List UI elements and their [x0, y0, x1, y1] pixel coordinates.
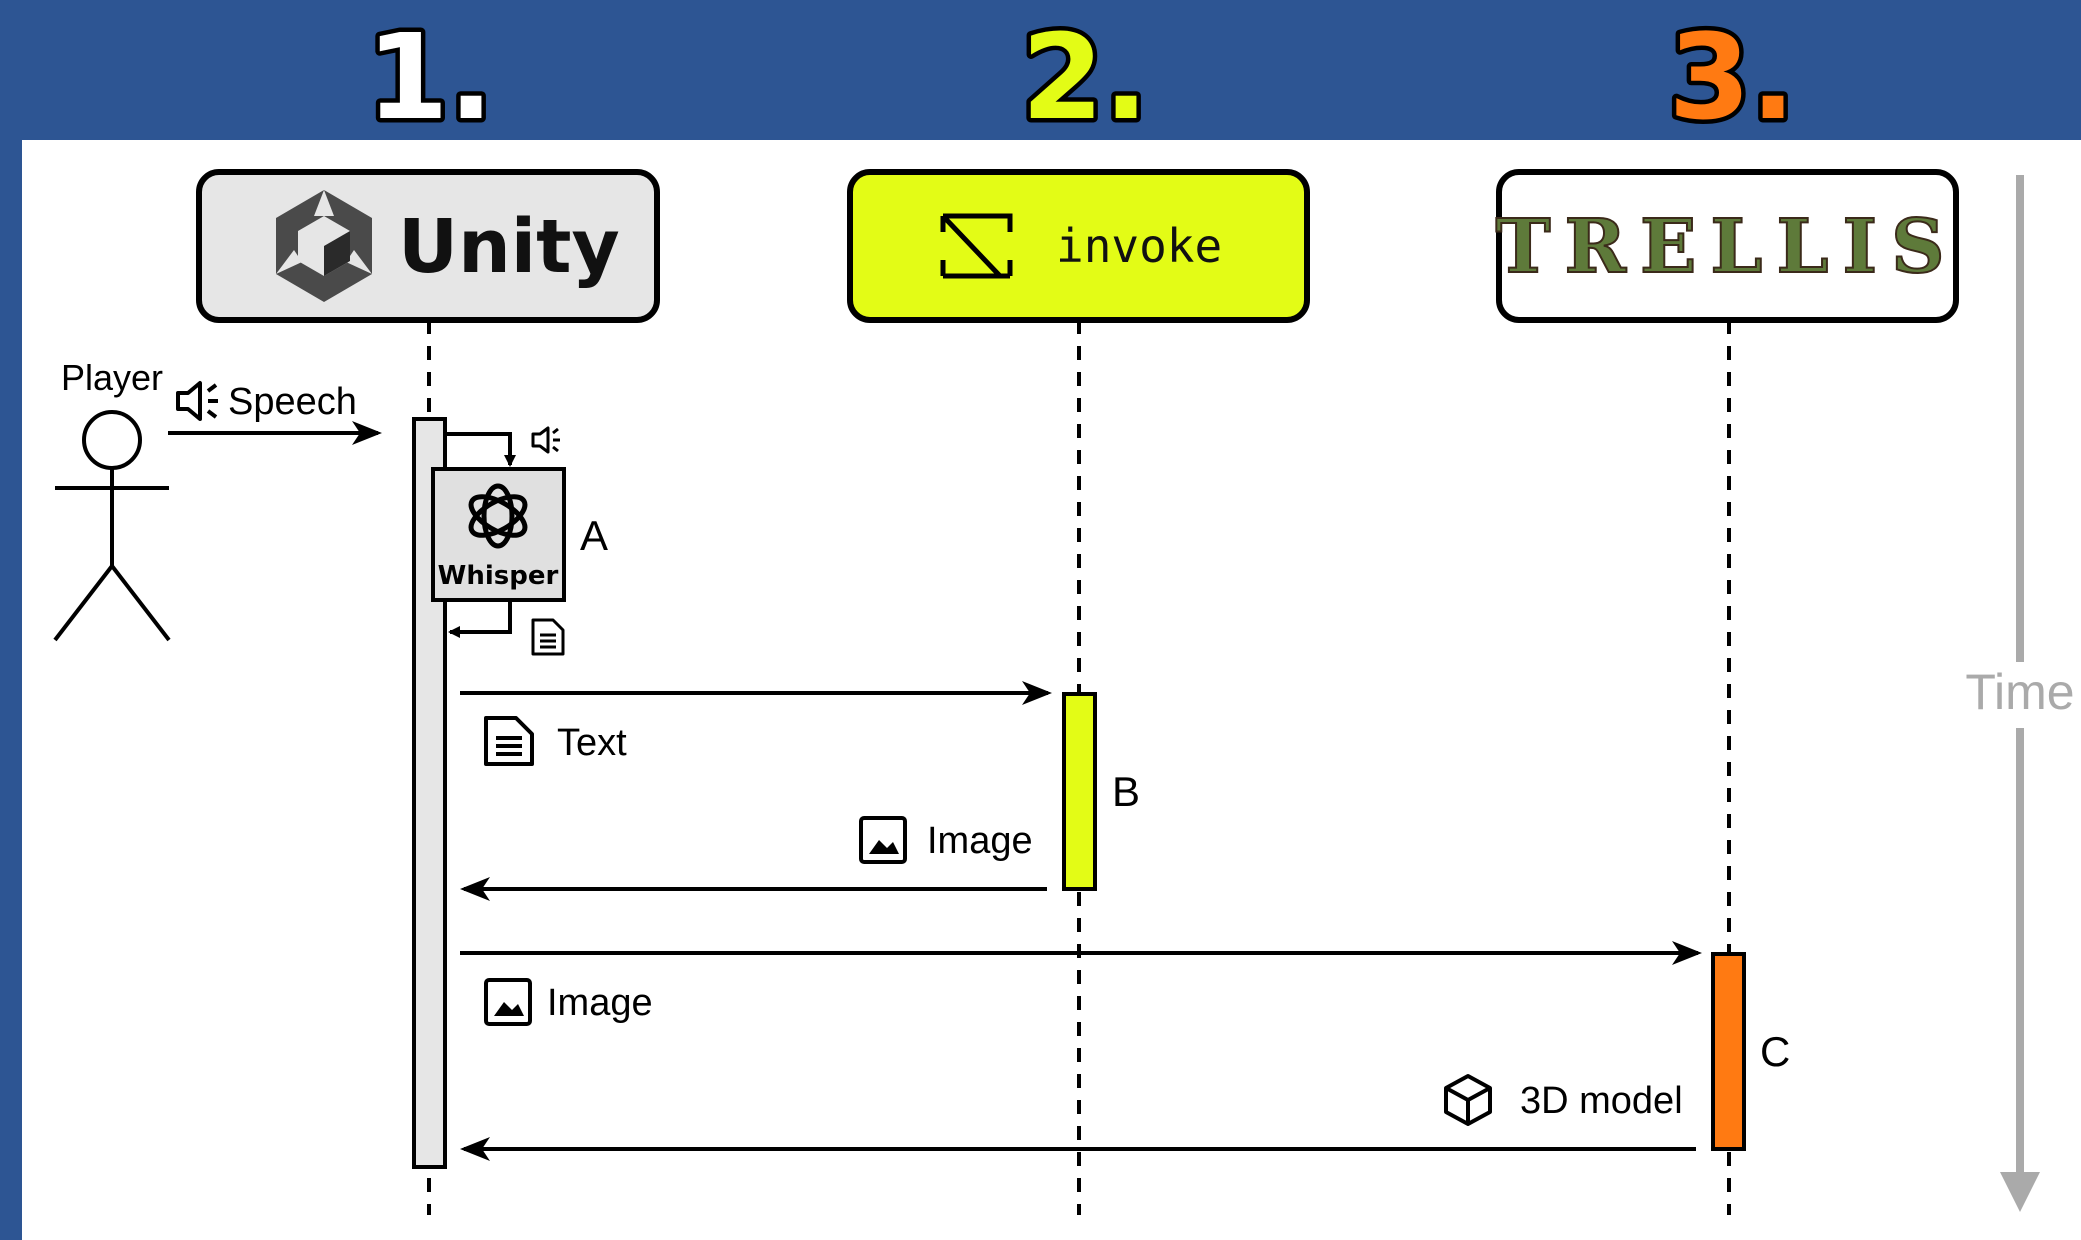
speech-label: Speech — [228, 381, 357, 423]
small-speaker-icon — [531, 426, 560, 454]
time-label: Time — [1965, 664, 2074, 720]
invoke-label: invoke — [1056, 219, 1222, 273]
invoke-activation — [1062, 692, 1097, 891]
speaker-icon — [176, 381, 218, 421]
openai-logo-icon — [468, 483, 528, 549]
participant-trellis: TRELLIS — [1494, 169, 1959, 323]
whisper-box: Whisper — [431, 467, 566, 602]
unity-label: Unity — [398, 204, 620, 290]
document-icon — [484, 716, 534, 766]
whisper-label: Whisper — [438, 561, 559, 591]
unity-logo-icon — [276, 190, 372, 302]
player-label: Player — [61, 357, 163, 398]
self-call-out-arrow — [448, 600, 512, 638]
step-number-2: 2. — [1022, 8, 1149, 146]
small-document-icon — [531, 618, 565, 656]
participant-unity: Unity — [196, 169, 660, 323]
cube-icon — [1444, 1074, 1492, 1126]
image-send-label: Image — [547, 982, 653, 1024]
invoke-logo-icon — [940, 213, 1013, 279]
step-number-1: 1. — [367, 8, 494, 146]
step-number-3: 3. — [1669, 8, 1796, 146]
trellis-logo-text: TRELLIS — [1495, 204, 1958, 290]
activation-label-b: B — [1112, 768, 1140, 815]
player-actor — [53, 410, 171, 642]
activation-label-c: C — [1760, 1028, 1790, 1075]
image-return-label: Image — [927, 820, 1033, 862]
activation-label-a: A — [580, 512, 608, 559]
image-icon — [859, 816, 907, 864]
model-return-label: 3D model — [1520, 1080, 1683, 1122]
self-call-in-arrow — [445, 432, 516, 467]
text-message-label: Text — [557, 722, 627, 764]
participant-invoke: invoke — [847, 169, 1310, 323]
image-icon — [484, 978, 532, 1026]
time-arrowhead — [2000, 1172, 2040, 1212]
trellis-activation — [1711, 952, 1746, 1151]
